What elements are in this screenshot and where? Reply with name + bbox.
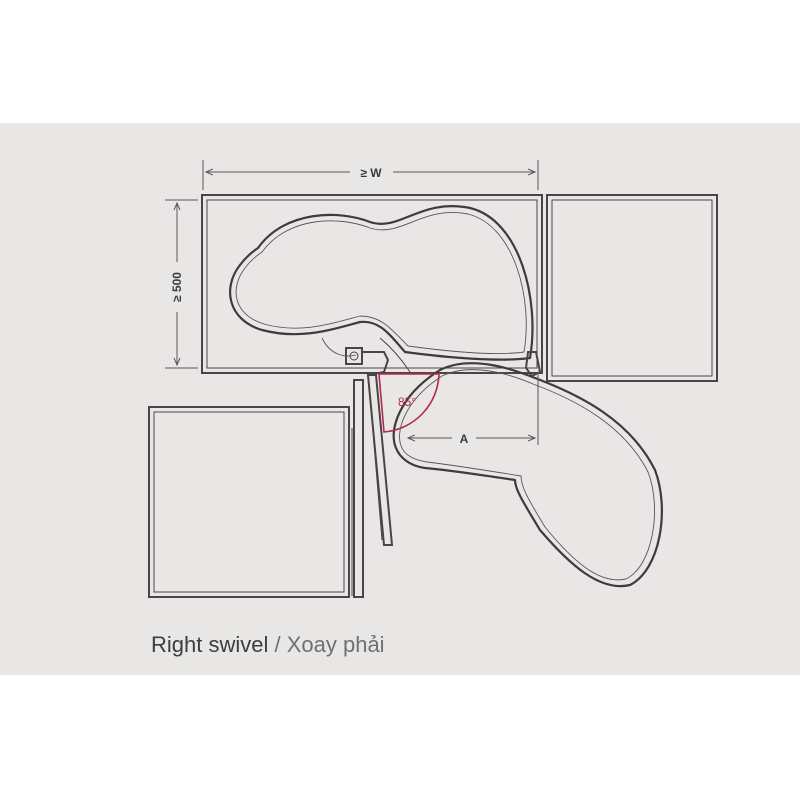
dimension-width-label: ≥ W — [360, 166, 382, 180]
lower-tray — [392, 362, 663, 588]
dimension-a: A — [408, 372, 539, 446]
dimension-width: ≥ W — [202, 160, 539, 190]
pivot-bracket-icon — [345, 347, 363, 365]
top-cabinet — [201, 194, 543, 374]
right-cabinet — [546, 194, 718, 382]
pivot-hardware — [345, 337, 542, 378]
upper-tray — [229, 205, 534, 361]
caption-separator: / — [268, 632, 287, 657]
left-cabinet — [148, 406, 350, 598]
diagram-caption: Right swivel / Xoay phải — [151, 632, 385, 658]
right-hinge-icon — [524, 351, 542, 378]
door-panels — [351, 374, 394, 598]
caption-primary: Right swivel — [151, 632, 269, 657]
dimension-depth: ≥ 500 — [165, 199, 198, 369]
dimension-a-label: A — [460, 432, 469, 446]
diagram-panel — [0, 123, 800, 675]
dimension-depth-label: ≥ 500 — [170, 272, 184, 302]
angle-label: 85° — [398, 395, 416, 409]
caption-secondary: Xoay phải — [286, 632, 385, 657]
angle-indicator: 85° — [378, 373, 440, 433]
